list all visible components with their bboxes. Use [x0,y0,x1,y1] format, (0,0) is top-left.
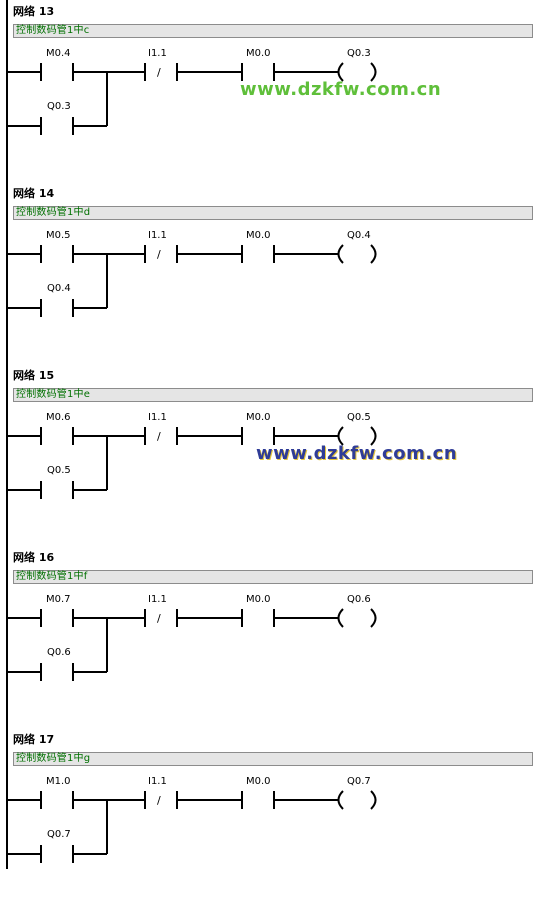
coil-address: Q0.7 [347,776,371,787]
contact-set[interactable]: M0.5 [7,230,74,263]
contact-set[interactable]: M0.4 [7,48,74,81]
coil-address: Q0.5 [347,412,371,423]
coil-left-arc [337,608,344,628]
contact-stop-nc[interactable]: I1.1 / [144,48,178,81]
network-comment-box[interactable]: 控制数码管1中c [13,24,533,38]
output-coil[interactable]: Q0.4 [337,230,377,264]
contact-address: M0.0 [246,48,271,59]
contact-enable[interactable]: M0.0 [241,776,275,809]
contact-hold[interactable]: Q0.3 [7,101,74,135]
output-coil[interactable]: Q0.7 [337,776,377,810]
left-power-rail [6,0,8,869]
negation-mark: / [157,430,161,443]
contact-address: Q0.5 [47,465,71,476]
network-comment-box[interactable]: 控制数码管1中e [13,388,533,402]
coil-address: Q0.3 [347,48,371,59]
coil-address: Q0.4 [347,230,371,241]
negation-mark: / [157,66,161,79]
contact-address: M1.0 [46,776,71,787]
coil-right-arc [370,426,377,446]
contact-stop-nc[interactable]: I1.1 / [144,594,178,627]
network-title: 网络 14 [13,187,55,200]
contact-set[interactable]: M0.6 [7,412,74,445]
contact-stop-nc[interactable]: I1.1 / [144,230,178,263]
contact-hold[interactable]: Q0.5 [7,465,74,499]
watermark-text: www.dzkfw.com.cn [256,443,458,464]
network-comment: 控制数码管1中f [16,571,88,582]
contact-address: Q0.7 [47,829,71,840]
coil-right-arc [370,790,377,810]
network-comment: 控制数码管1中e [16,389,91,400]
coil-left-arc [337,244,344,264]
contact-enable[interactable]: M0.0 [241,412,275,445]
network-comment-box[interactable]: 控制数码管1中g [13,752,533,766]
contact-address: I1.1 [148,594,167,605]
contact-enable[interactable]: M0.0 [241,48,275,81]
contact-address: M0.0 [246,776,271,787]
contact-hold[interactable]: Q0.4 [7,283,74,317]
network-comment: 控制数码管1中g [16,753,91,764]
contact-address: M0.0 [246,594,271,605]
network-title: 网络 13 [13,5,55,18]
network-comment: 控制数码管1中c [16,25,90,36]
contact-address: M0.6 [46,412,71,423]
output-coil[interactable]: Q0.6 [337,594,377,628]
contact-address: M0.4 [46,48,71,59]
contact-address: M0.0 [246,412,271,423]
coil-left-arc [337,426,344,446]
contact-address: Q0.6 [47,647,71,658]
contact-enable[interactable]: M0.0 [241,594,275,627]
contact-address: M0.7 [46,594,71,605]
coil-address: Q0.6 [347,594,371,605]
network-title: 网络 15 [13,369,55,382]
contact-hold[interactable]: Q0.6 [7,647,74,681]
network-comment-box[interactable]: 控制数码管1中f [13,570,533,584]
contact-address: Q0.3 [47,101,71,112]
coil-left-arc [337,790,344,810]
coil-right-arc [370,244,377,264]
network-title: 网络 17 [13,733,55,746]
network-title: 网络 16 [13,551,55,564]
coil-left-arc [337,62,344,82]
contact-address: I1.1 [148,412,167,423]
contact-address: Q0.4 [47,283,71,294]
coil-right-arc [370,62,377,82]
contact-address: M0.5 [46,230,71,241]
contact-set[interactable]: M0.7 [7,594,74,627]
contact-address: I1.1 [148,230,167,241]
contact-set[interactable]: M1.0 [7,776,74,809]
contact-stop-nc[interactable]: I1.1 / [144,776,178,809]
network-comment: 控制数码管1中d [16,207,91,218]
contact-stop-nc[interactable]: I1.1 / [144,412,178,445]
watermark-text: www.dzkfw.com.cn [240,79,442,100]
contact-enable[interactable]: M0.0 [241,230,275,263]
negation-mark: / [157,794,161,807]
output-coil[interactable]: Q0.3 [337,48,377,82]
coil-right-arc [370,608,377,628]
contact-address: I1.1 [148,48,167,59]
contact-address: M0.0 [246,230,271,241]
output-coil[interactable]: Q0.5 [337,412,377,446]
negation-mark: / [157,612,161,625]
contact-address: I1.1 [148,776,167,787]
network-comment-box[interactable]: 控制数码管1中d [13,206,533,220]
negation-mark: / [157,248,161,261]
contact-hold[interactable]: Q0.7 [7,829,74,863]
